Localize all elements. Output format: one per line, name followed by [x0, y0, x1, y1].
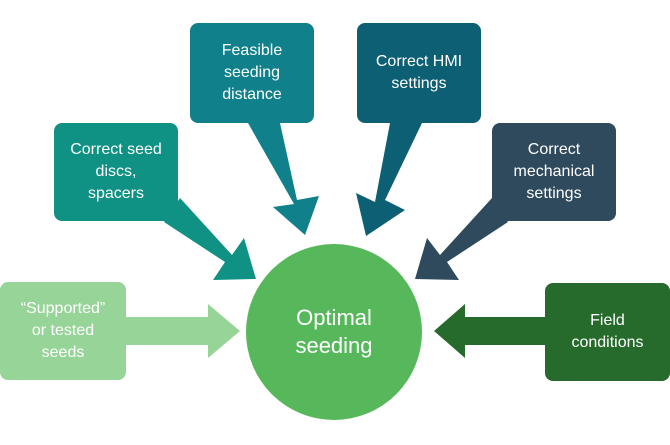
factor-field-conditions: Field conditions [545, 283, 670, 381]
center-label: Optimal seeding [295, 305, 373, 358]
factor-supported-seeds: “Supported” or tested seeds [0, 282, 126, 380]
factor-mech-label: Correct mechanical settings [513, 141, 595, 202]
factor-supported-label: “Supported” or tested seeds [20, 300, 106, 361]
arrow-distance [248, 123, 319, 235]
factor-distance-label: Feasible seeding distance [221, 42, 283, 103]
arrow-field [434, 304, 545, 358]
arrow-discs [164, 198, 256, 280]
factor-field-label: Field conditions [571, 312, 644, 351]
factor-hmi-settings: Correct HMI settings [357, 23, 481, 123]
factor-discs-label: Correct seed discs, spacers [70, 141, 162, 202]
arrow-supported [126, 304, 240, 358]
arrow-hmi [356, 123, 422, 236]
factor-seed-discs: Correct seed discs, spacers [54, 123, 178, 221]
factor-hmi-label: Correct HMI settings [375, 53, 463, 92]
factor-mechanical-settings: Correct mechanical settings [492, 123, 616, 221]
factor-seeding-distance: Feasible seeding distance [190, 23, 314, 123]
center-node: Optimal seeding [246, 244, 422, 420]
arrow-mech [415, 198, 508, 280]
